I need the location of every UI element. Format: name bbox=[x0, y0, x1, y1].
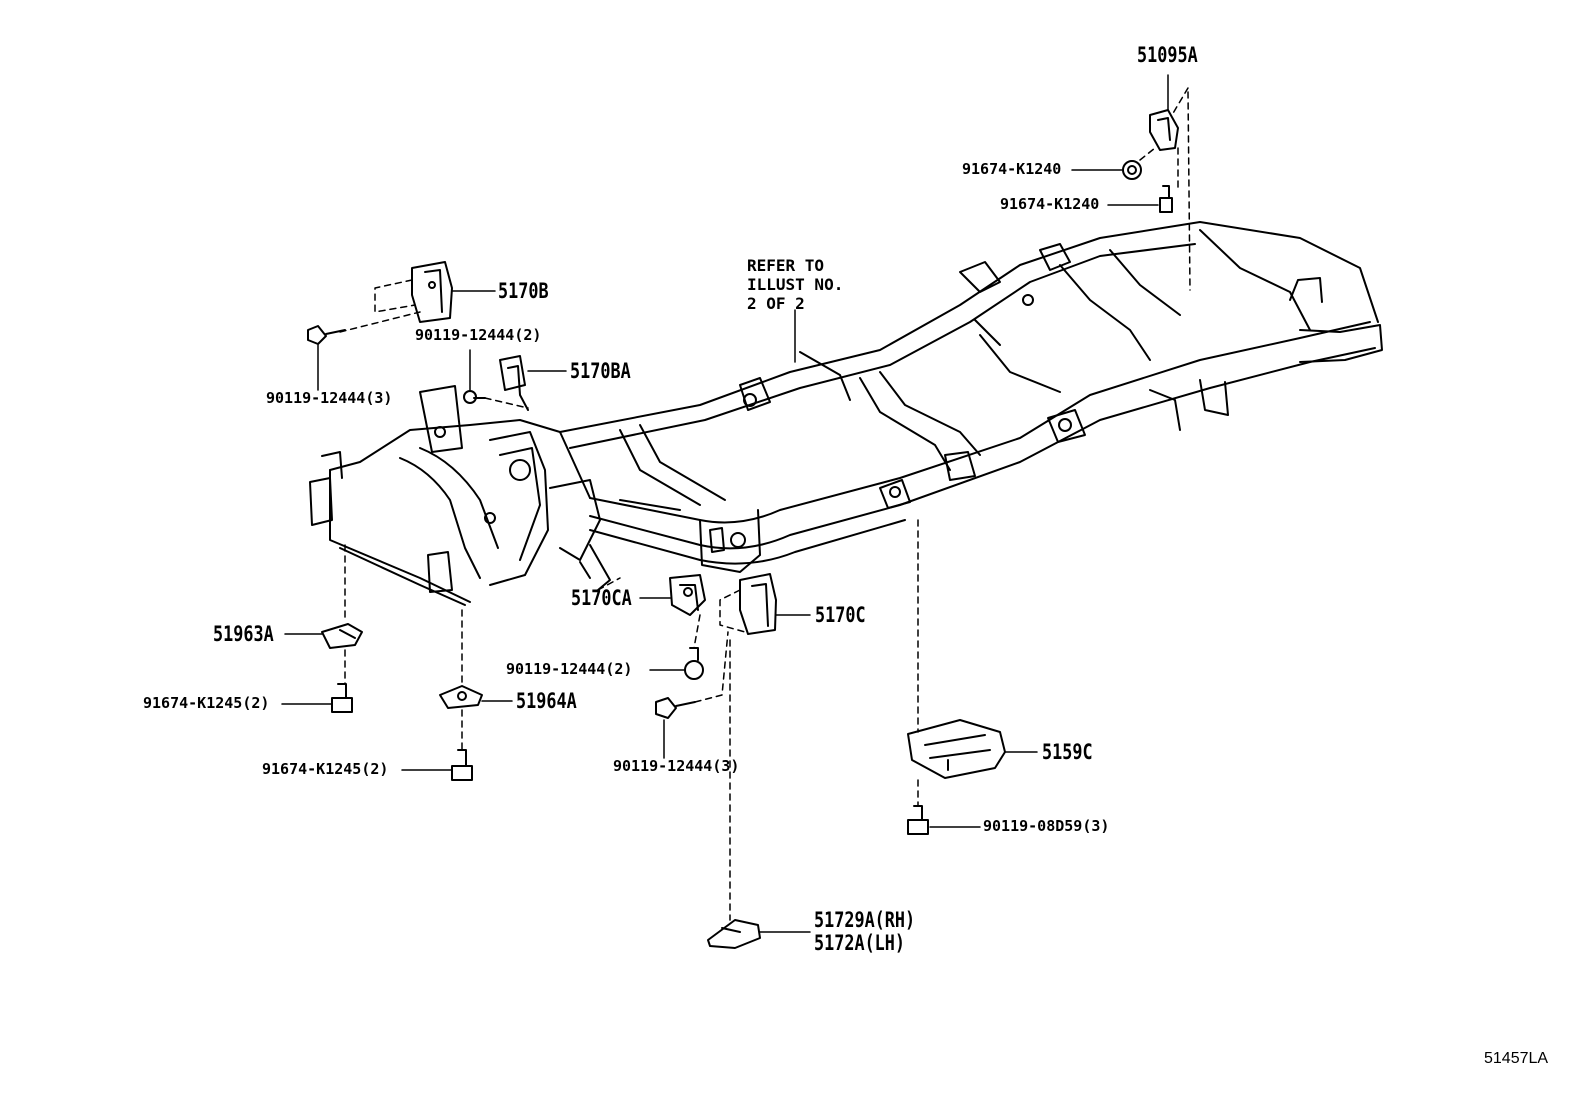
label-91674-K1240-bolt: 91674-K1240 bbox=[1000, 195, 1100, 213]
part-glyphs bbox=[307, 109, 1179, 949]
refer-note-line-3: 2 OF 2 bbox=[747, 294, 805, 313]
refer-note-line-1: REFER TO bbox=[747, 256, 825, 275]
label-5159C: 5159C bbox=[1042, 740, 1093, 764]
label-51964A: 51964A bbox=[516, 689, 577, 713]
chassis-frame bbox=[309, 221, 1383, 606]
leader-lines bbox=[281, 74, 1169, 933]
label-5170B: 5170B bbox=[498, 279, 549, 303]
label-51963A: 51963A bbox=[213, 622, 274, 646]
label-90119-12444-3-left: 90119-12444(3) bbox=[266, 389, 393, 407]
label-91674-K1245-2-a: 91674-K1245(2) bbox=[143, 694, 270, 712]
label-5170BA: 5170BA bbox=[570, 359, 631, 383]
refer-note-line-2: ILLUST NO. bbox=[747, 275, 844, 294]
label-90119-12444-3-mid: 90119-12444(3) bbox=[613, 757, 740, 775]
label-5170C: 5170C bbox=[815, 603, 866, 627]
label-51095A: 51095A bbox=[1137, 43, 1198, 67]
label-5170CA: 5170CA bbox=[571, 586, 632, 610]
dashed-assembly-lines bbox=[339, 87, 1191, 921]
diagram-id: 51457LA bbox=[1484, 1050, 1549, 1067]
label-90119-08D59-3: 90119-08D59(3) bbox=[983, 817, 1110, 835]
label-90119-12444-2-top: 90119-12444(2) bbox=[415, 326, 542, 344]
label-91674-K1245-2-b: 91674-K1245(2) bbox=[262, 760, 389, 778]
label-5172A-LH: 5172A(LH) bbox=[814, 931, 906, 955]
refer-note: REFER TO ILLUST NO. 2 OF 2 bbox=[747, 256, 843, 313]
label-91674-K1240-nut: 91674-K1240 bbox=[962, 160, 1062, 178]
label-51729A-RH: 51729A(RH) bbox=[814, 908, 916, 932]
label-90119-12444-2-mid: 90119-12444(2) bbox=[506, 660, 633, 678]
